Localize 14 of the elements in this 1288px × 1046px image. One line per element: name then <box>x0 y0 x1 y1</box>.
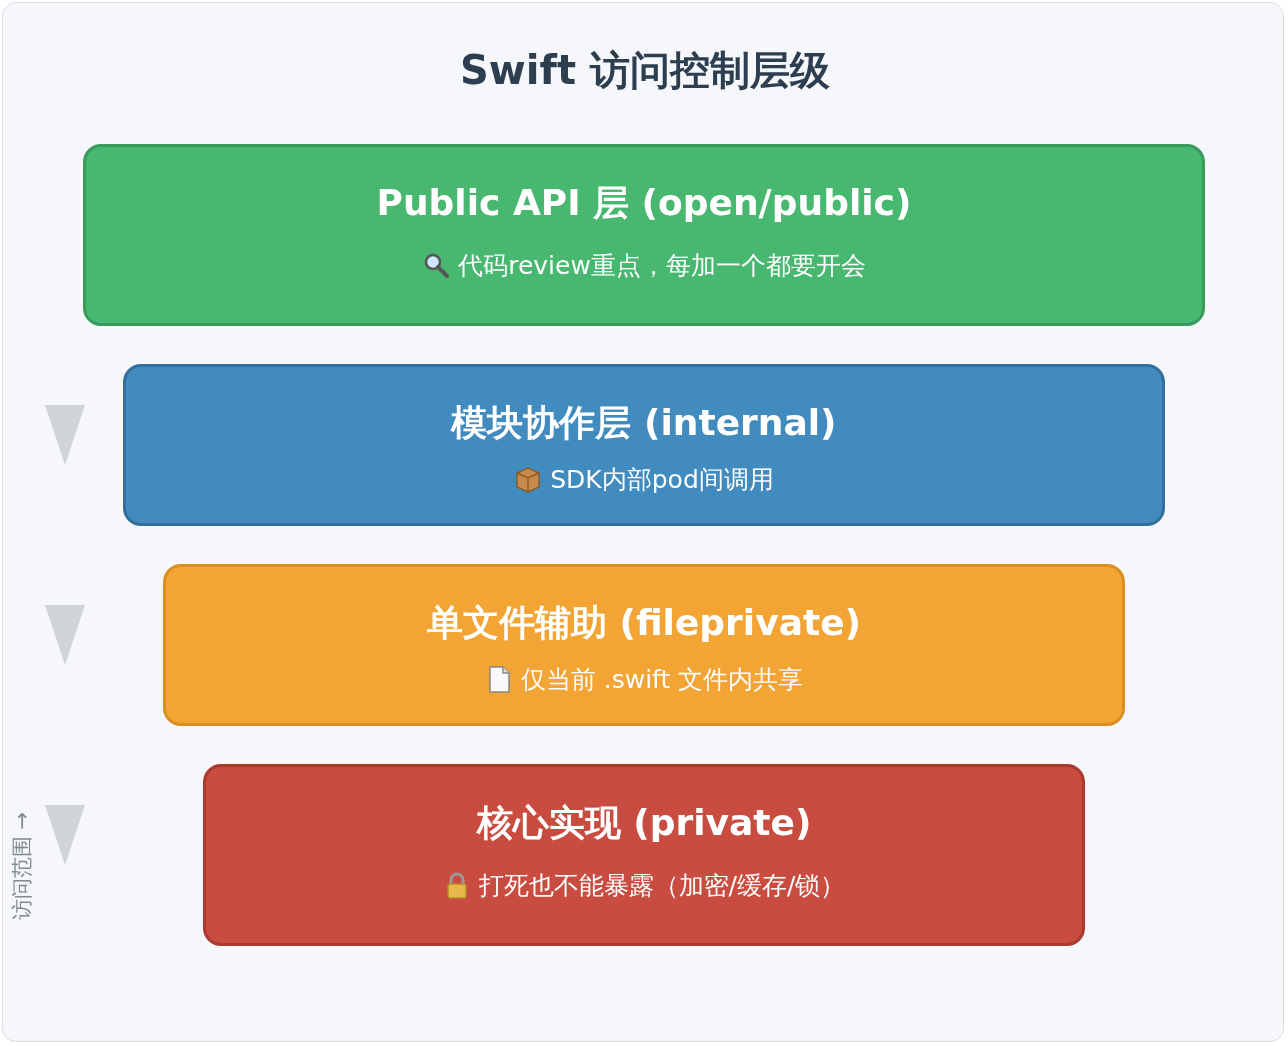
layer-title: 单文件辅助 (fileprivate) <box>425 601 863 645</box>
layer-description: 代码review重点，每加一个都要开会 <box>458 250 866 282</box>
layer-description: SDK内部pod间调用 <box>550 464 774 496</box>
axis-label: 访问范围 → <box>9 811 35 920</box>
layer-box <box>163 564 1125 726</box>
layer-title: 模块协作层 (internal) <box>449 401 838 445</box>
layer-title: Public API 层 (open/public) <box>375 181 913 225</box>
layer-box <box>123 364 1165 526</box>
layer-box <box>203 764 1085 946</box>
layer-box <box>83 144 1205 326</box>
layer-description: 打死也不能暴露（加密/缓存/锁） <box>478 870 846 902</box>
layer-title: 核心实现 (private) <box>475 801 813 845</box>
diagram-title: Swift 访问控制层级 <box>459 46 831 95</box>
layer-description: 仅当前 .swift 文件内共享 <box>520 664 804 696</box>
